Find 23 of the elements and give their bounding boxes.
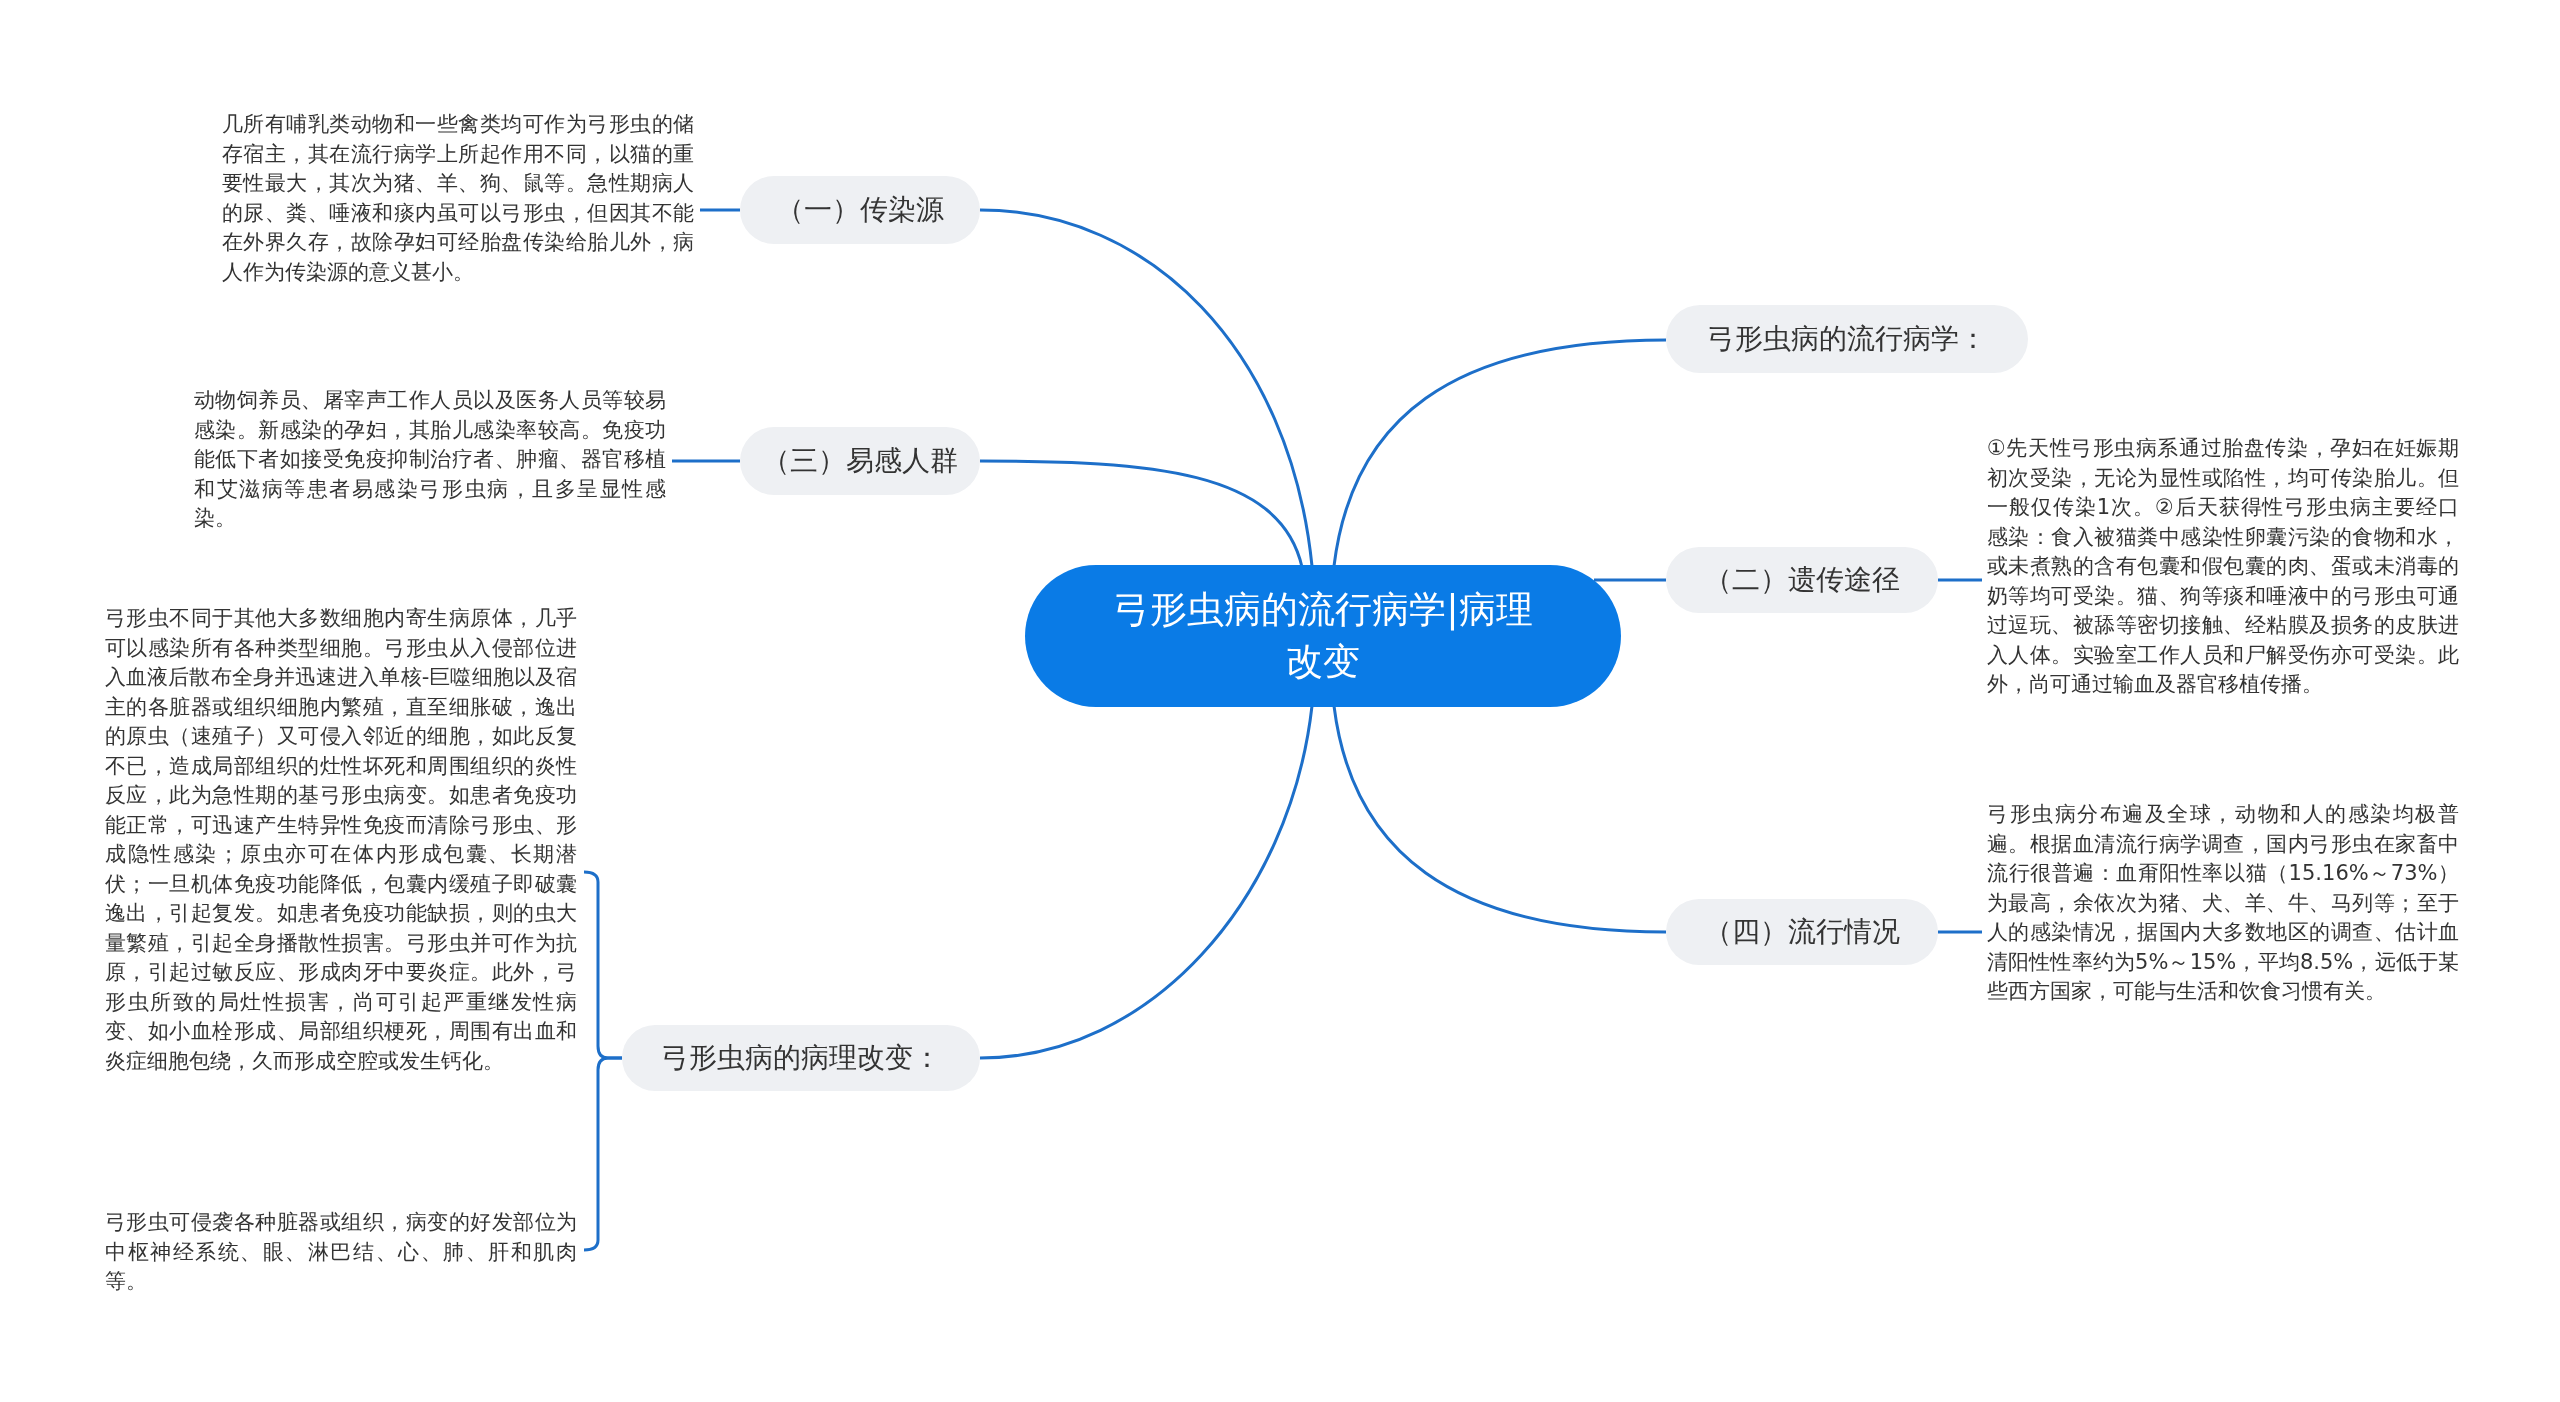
- paragraph-text: 几所有哺乳类动物和一些禽类均可作为弓形虫的储存宿主，其在流行病学上所起作用不同，以猫的重要性最大，其次为猪、羊、狗、鼠等。急性期病人的尿、粪、唾液和痰内虽可以弓形虫，但因其不能在外界久存，故除孕妇可经胎盘传染给胎儿外，病人作为传染源的意义甚小。: [222, 110, 694, 287]
- connector-line: [1938, 930, 1982, 934]
- topic-box: 弓形虫病的流行病学：: [1666, 305, 2028, 373]
- central-topic-box: 弓形虫病的流行病学|病理改变: [1025, 565, 1621, 707]
- connector-line: [1594, 578, 1666, 582]
- topic-box: （二）遗传途径: [1666, 547, 1938, 613]
- connector-line: [1938, 578, 1982, 582]
- paragraph-text: 动物饲养员、屠宰声工作人员以及医务人员等较易感染。新感染的孕妇，其胎儿感染率较高。免疫功能低下者如接受免疫抑制治疗者、肿瘤、器官移植和艾滋病等患者易感染弓形虫病，且多呈显性感染。: [194, 386, 666, 534]
- topic-box: 弓形虫病的病理改变：: [622, 1025, 980, 1091]
- connector-line: [700, 208, 740, 212]
- connector-line: [980, 459, 1304, 568]
- connector-line: [979, 705, 1314, 1060]
- connector-line: [1332, 705, 1667, 934]
- paragraph-text: 弓形虫不同于其他大多数细胞内寄生病原体，几乎可以感染所有各种类型细胞。弓形虫从入侵部位进入血液后散布全身并迅速进入单核-巨噬细胞以及宿主的各脏器或组织细胞内繁殖，直至细胀破，逸出的原虫（速殖子）又可侵入邻近的细胞，如此反复不已，造成局部组织的灶性坏死和周围组织的炎性反应，此为急性期的基弓形虫病变。如患者免疫功能正常，可迅速产生特异性免疫而清除弓形虫、形成隐性感染；原虫亦可在体内形成包囊、长期潜伏；一旦机体免疫功能降低，包囊内缓殖子即破囊逸出，引起复发。如患者免疫功能缺损，则的虫大量繁殖，引起全身播散性损害。弓形虫并可作为抗原，引起过敏反应、形成肉牙中要炎症。此外，弓形虫所致的局灶性损害，尚可引起严重继发性病变、如小血栓形成、局部组织梗死，周围有出血和炎症细胞包绕，久而形成空腔或发生钙化。: [105, 604, 577, 1076]
- topic-box: （一）传染源: [740, 176, 980, 244]
- connector-line: [1332, 338, 1667, 567]
- paragraph-text: 弓形虫病分布遍及全球，动物和人的感染均极普遍。根据血清流行病学调查，国内弓形虫在家畜中流行很普遍：血甭阳性率以猫（15.16%～73%）为最高，余依次为猪、犬、羊、牛、马列等；至于人的感染情况，据国内大多数地区的调查、估计血清阳性性率约为5%～15%，平均8.5%，远低于某些西方国家，可能与生活和饮食习惯有关。: [1987, 800, 2459, 1007]
- connector-line: [672, 459, 740, 463]
- paragraph-text: ①先天性弓形虫病系通过胎盘传染，孕妇在妊娠期初次受染，无论为显性或陷性，均可传染胎儿。但一般仅传染1次。②后天获得性弓形虫病主要经口感染：食入被猫粪中感染性卵囊污染的食物和水，或未煮熟的含有包囊和假包囊的肉、蛋或未消毒的奶等均可受染。猫、狗等痰和唾液中的弓形虫可通过逗玩、被舔等密切接触、经粘膜及损务的皮肤进入人体。实验室工作人员和尸解受伤亦可受染。此外，尚可通过输血及器官移植传播。: [1987, 434, 2459, 700]
- paragraph-text: 弓形虫可侵袭各种脏器或组织，病变的好发部位为中枢神经系统、眼、淋巴结、心、肺、肝和肌肉等。: [105, 1208, 577, 1297]
- connector-line: [979, 208, 1314, 567]
- topic-box: （三）易感人群: [740, 427, 980, 495]
- topic-box: （四）流行情况: [1666, 899, 1938, 965]
